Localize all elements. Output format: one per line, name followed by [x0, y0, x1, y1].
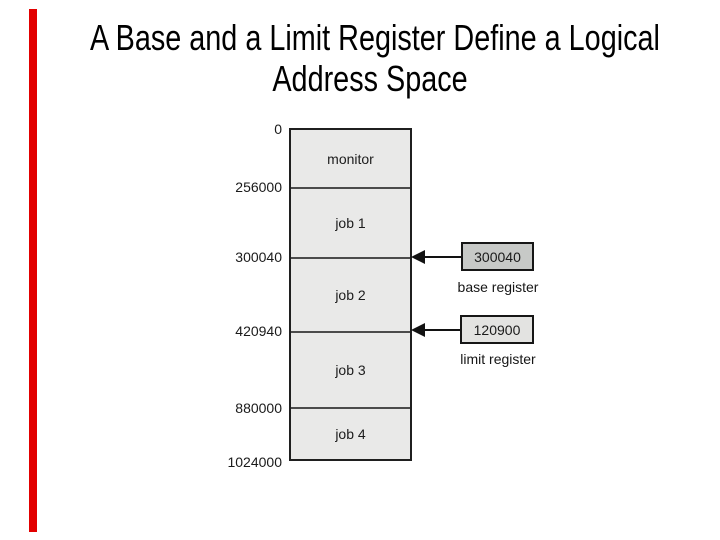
slide-title: A Base and a Limit Register Define a Log… — [90, 17, 660, 99]
limit-register-box: 120900 — [460, 315, 534, 344]
address-label-256000: 256000 — [235, 179, 282, 195]
memory-segment-job2: job 2 — [291, 259, 410, 333]
address-label-420940: 420940 — [235, 323, 282, 339]
memory-segment-monitor: monitor — [291, 130, 410, 189]
base-register-box: 300040 — [461, 242, 534, 271]
title-line-1: A Base and a Limit Register Define a Log… — [90, 17, 660, 58]
address-label-300040: 300040 — [235, 249, 282, 265]
base-register-label: base register — [457, 279, 539, 295]
memory-column: monitor job 1 job 2 job 3 job 4 — [289, 128, 412, 461]
memory-segment-job3: job 3 — [291, 333, 410, 409]
limit-register-arrow-line — [423, 329, 461, 331]
memory-segment-job4: job 4 — [335, 426, 366, 442]
limit-register-label: limit register — [460, 351, 536, 367]
slide-accent-bar — [29, 9, 37, 532]
base-register-arrow-line — [423, 256, 462, 258]
limit-register-arrow-head-icon — [411, 323, 425, 337]
address-label-0: 0 — [274, 121, 282, 137]
address-label-880000: 880000 — [235, 400, 282, 416]
title-line-2: Address Space — [272, 58, 468, 99]
base-register-arrow-head-icon — [411, 250, 425, 264]
memory-segment-job1: job 1 — [291, 189, 410, 259]
address-label-1024000: 1024000 — [227, 454, 282, 470]
